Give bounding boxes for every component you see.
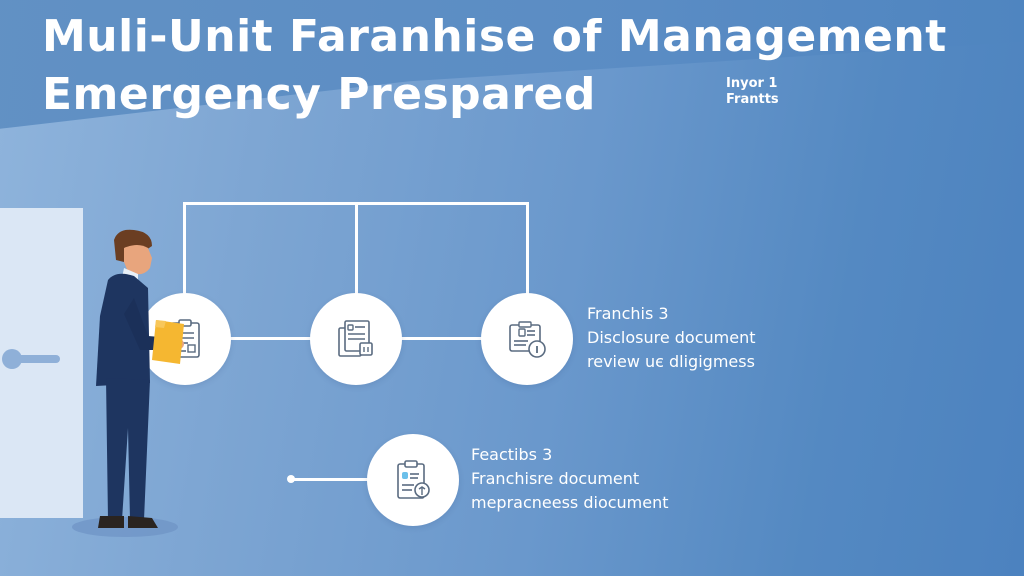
side-note-line-1: Inyor 1: [726, 76, 778, 91]
door-handle: [12, 355, 60, 363]
title-line-1: Muli-Unit Faranhise of Management: [42, 11, 947, 62]
label-heading: Feactibs 3: [471, 445, 553, 464]
clipboard-check-icon: [397, 460, 430, 499]
label-heading: Franchis 3: [587, 304, 669, 323]
label-line-3: mepracneess diocument: [471, 493, 669, 512]
businessman-illustration: [96, 229, 184, 528]
node-label-disclosure: Franchis 3 Disclosure document review uє…: [587, 302, 756, 374]
side-note-line-2: Frantts: [726, 92, 779, 107]
node-label-franchise: Feactibs 3 Franchisre document mepracnee…: [471, 443, 669, 515]
title-line-2: Emergency Prespared: [42, 69, 596, 120]
connector-vertical-2: [355, 202, 358, 298]
connector-vertical-1: [183, 202, 186, 298]
door-knob: [2, 349, 22, 369]
door-icon: [0, 208, 83, 518]
connector-bottom: [290, 478, 370, 481]
side-note: Inyor 1 Frantts: [726, 76, 779, 108]
connector-mid-1: [228, 337, 312, 340]
connector-dot: [287, 475, 295, 483]
label-line-2: Franchisre document: [471, 469, 640, 488]
connector-mid-2: [400, 337, 484, 340]
page-title: Muli-Unit Faranhise of Management Emerge…: [42, 8, 947, 124]
connector-vertical-3: [526, 202, 529, 298]
document-info-icon: [509, 321, 546, 358]
label-line-3: review uє dligigmess: [587, 352, 755, 371]
label-line-2: Disclosure document: [587, 328, 756, 347]
node-clipboard-check: [367, 434, 459, 526]
documents-icon: [338, 320, 373, 357]
node-document-info: [481, 293, 573, 385]
node-documents: [310, 293, 402, 385]
